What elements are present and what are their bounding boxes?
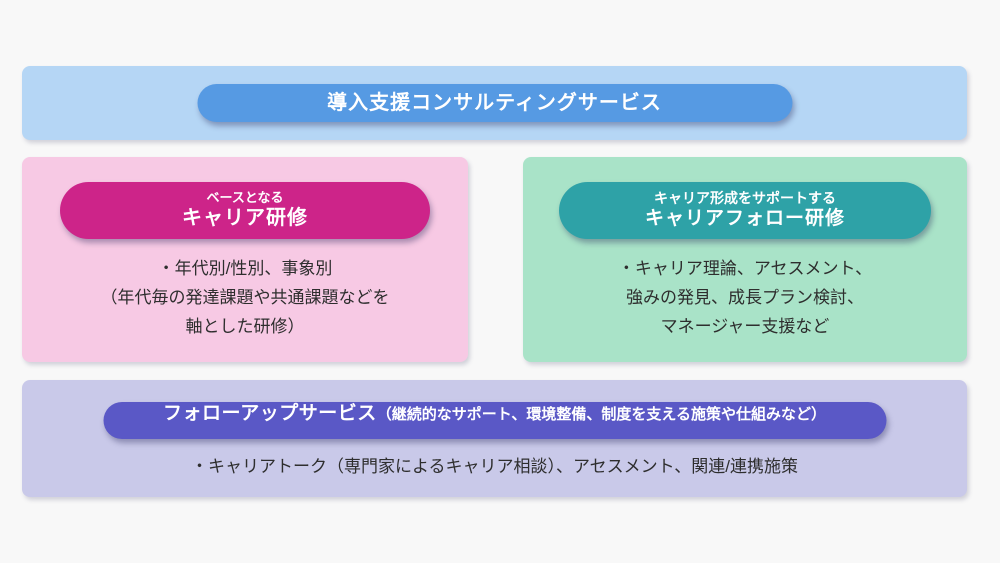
followup-service-box: フォローアップサービス （継続的なサポート、環境整備、制度を支える施策や仕組みな… bbox=[22, 380, 967, 497]
header-title: 導入支援コンサルティングサービス bbox=[327, 91, 662, 114]
career-training-description: ・年代別/性別、事象別 （年代毎の発達課題や共通課題などを 軸とした研修） bbox=[22, 254, 468, 341]
career-training-box: ベースとなる キャリア研修 ・年代別/性別、事象別 （年代毎の発達課題や共通課題… bbox=[22, 157, 468, 362]
followup-description: ・キャリアトーク（専門家によるキャリア相談）、アセスメント、関連/連携施策 bbox=[190, 457, 799, 476]
career-follow-pill: キャリア形成をサポートする キャリアフォロー研修 bbox=[559, 182, 931, 239]
career-training-pill-title: キャリア研修 bbox=[182, 207, 308, 230]
career-follow-desc-line1: ・キャリア理論、アセスメント、 bbox=[617, 259, 873, 278]
followup-pill-subtitle: （継続的なサポート、環境整備、制度を支える施策や仕組みなど） bbox=[376, 406, 826, 423]
career-follow-desc-line3: マネージャー支援など bbox=[660, 317, 830, 336]
career-follow-box: キャリア形成をサポートする キャリアフォロー研修 ・キャリア理論、アセスメント、… bbox=[523, 157, 967, 362]
career-follow-pill-subtitle: キャリア形成をサポートする bbox=[654, 189, 836, 206]
career-follow-desc-line2: 強みの発見、成長プラン検討、 bbox=[626, 288, 864, 307]
career-training-desc-line3: 軸とした研修） bbox=[185, 317, 305, 336]
career-training-pill: ベースとなる キャリア研修 bbox=[60, 182, 430, 239]
career-follow-pill-title: キャリアフォロー研修 bbox=[644, 208, 845, 230]
career-follow-description: ・キャリア理論、アセスメント、 強みの発見、成長プラン検討、 マネージャー支援な… bbox=[523, 254, 967, 341]
career-training-pill-subtitle: ベースとなる bbox=[206, 189, 284, 205]
followup-service-pill: フォローアップサービス （継続的なサポート、環境整備、制度を支える施策や仕組みな… bbox=[103, 402, 886, 439]
header-band: 導入支援コンサルティングサービス bbox=[22, 66, 967, 140]
followup-pill-title: フォローアップサービス bbox=[162, 403, 377, 424]
header-pill: 導入支援コンサルティングサービス bbox=[197, 84, 792, 122]
career-training-desc-line1: ・年代別/性別、事象別 bbox=[157, 259, 333, 278]
career-training-desc-line2: （年代毎の発達課題や共通課題などを bbox=[100, 288, 390, 307]
